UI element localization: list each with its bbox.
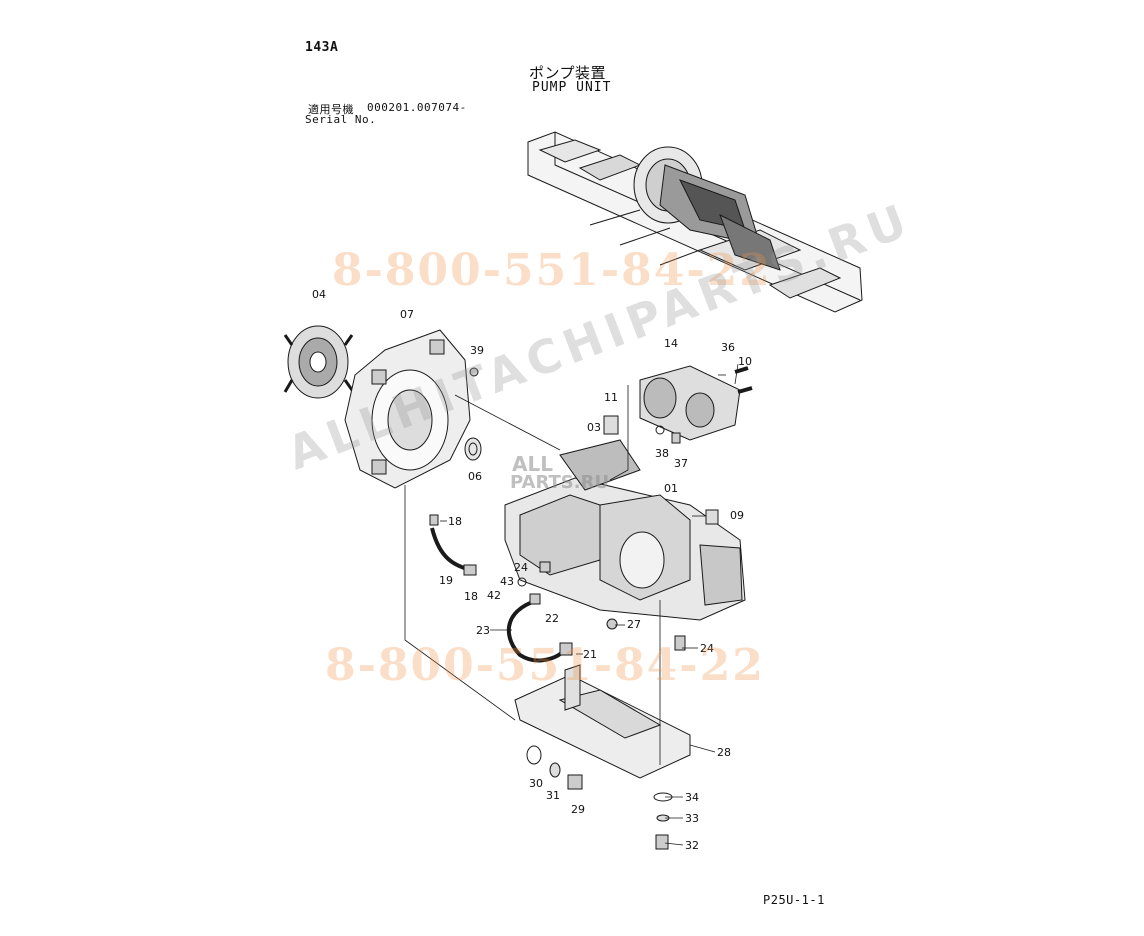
part-label: 31 [546, 789, 560, 802]
machine-frame-illustration [527, 131, 863, 313]
fasteners [429, 367, 719, 850]
part-label: 42 [487, 589, 501, 602]
part-label: 24 [700, 642, 714, 655]
part-label: 01 [664, 482, 678, 495]
logo-watermark-line1: ALL [512, 452, 553, 476]
part-label: 23 [476, 624, 490, 637]
serial-label: Serial No. [305, 113, 377, 126]
flange-housing-part [344, 329, 471, 489]
part-label: 29 [571, 803, 585, 816]
coupling-part [283, 325, 354, 399]
part-label: 21 [583, 648, 597, 661]
seal-ring-part [464, 437, 482, 461]
serial-label-japanese: 適用号機 [308, 103, 354, 116]
part-label: 33 [685, 812, 699, 825]
part-label: 22 [545, 612, 559, 625]
phone-watermark: 8-800-551-84-22 [325, 640, 765, 691]
part-label: 07 [400, 308, 414, 321]
phone-watermark: 8-800-551-84-22 [332, 245, 772, 296]
part-label: 10 [738, 355, 752, 368]
part-label: 18 [464, 590, 478, 603]
page-title: PUMP UNIT [532, 80, 612, 95]
part-label: 06 [468, 470, 482, 483]
part-label: 14 [664, 337, 678, 350]
hose-part [506, 598, 567, 663]
part-label: 34 [685, 791, 699, 804]
part-label: 09 [730, 509, 744, 522]
part-label: 30 [529, 777, 543, 790]
bracket-part [514, 664, 691, 779]
part-label: 19 [439, 574, 453, 587]
part-label: 39 [470, 344, 484, 357]
document-code: 143A [305, 40, 339, 55]
part-label: 11 [604, 391, 618, 404]
seal-ring-inner [468, 442, 478, 456]
part-label: 18 [448, 515, 462, 528]
part-label: 38 [655, 447, 669, 460]
main-pump-body [504, 439, 746, 621]
part-label: 43 [500, 575, 514, 588]
part-label: 04 [312, 288, 326, 301]
part-label: 32 [685, 839, 699, 852]
gear-pump-part [639, 365, 753, 441]
leader-lines [404, 363, 739, 846]
hose-small-part [430, 527, 471, 572]
part-label: 03 [587, 421, 601, 434]
title-japanese: ポンプ装置 [529, 64, 607, 82]
part-label: 37 [674, 457, 688, 470]
part-label: 36 [721, 341, 735, 354]
page-code: P25U-1-1 [763, 893, 825, 907]
part-label: 27 [627, 618, 641, 631]
part-label: 24 [514, 561, 528, 574]
logo-watermark-line2: PARTS.RU [510, 472, 610, 493]
serial-range: 000201.007074- [367, 101, 467, 114]
part-label: 28 [717, 746, 731, 759]
